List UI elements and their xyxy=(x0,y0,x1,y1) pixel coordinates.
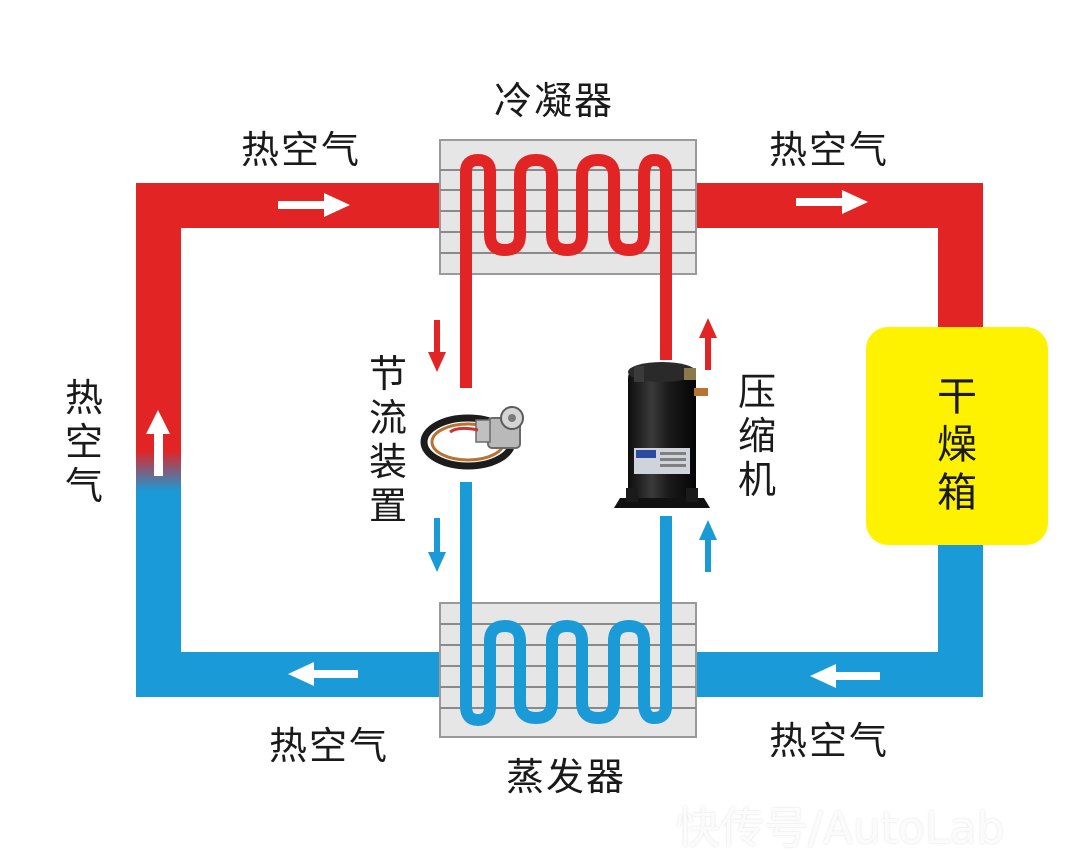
evaporator-label: 蒸发器 xyxy=(506,755,627,799)
arrow-up-icon xyxy=(699,520,717,572)
expansion-valve-icon xyxy=(420,406,524,470)
arrow-right-icon xyxy=(796,190,868,214)
arrow-up-icon xyxy=(146,410,170,476)
condenser-label: 冷凝器 xyxy=(494,79,615,123)
dryer-label: 干燥箱 xyxy=(937,374,977,516)
evaporator-coil xyxy=(460,482,672,726)
arrow-left-icon xyxy=(288,662,358,686)
condenser-coil xyxy=(460,154,672,388)
watermark: 快传号/AutoLab xyxy=(676,803,1005,854)
refrigerant-arrows xyxy=(428,318,717,572)
compressor-icon xyxy=(614,362,710,508)
hot-air-label-top-left: 热空气 xyxy=(241,128,362,172)
condenser xyxy=(439,139,697,388)
hot-air-label-bottom-left: 热空气 xyxy=(269,724,390,768)
dryer-box: 干燥箱 xyxy=(866,327,1048,545)
arrow-down-icon xyxy=(428,320,446,372)
compressor-label: 压缩机 xyxy=(737,370,776,502)
evaporator xyxy=(439,482,697,738)
hot-air-label-left: 热空气 xyxy=(64,376,103,508)
arrow-down-icon xyxy=(428,518,446,572)
arrow-left-icon xyxy=(810,664,880,688)
hot-air-label-bottom-right: 热空气 xyxy=(769,719,890,763)
hot-air-label-top-right: 热空气 xyxy=(769,128,890,172)
arrow-up-icon xyxy=(699,318,717,370)
air-flow-arrows xyxy=(146,190,880,688)
throttle-label: 节流装置 xyxy=(368,352,407,528)
arrow-right-icon xyxy=(278,193,350,217)
